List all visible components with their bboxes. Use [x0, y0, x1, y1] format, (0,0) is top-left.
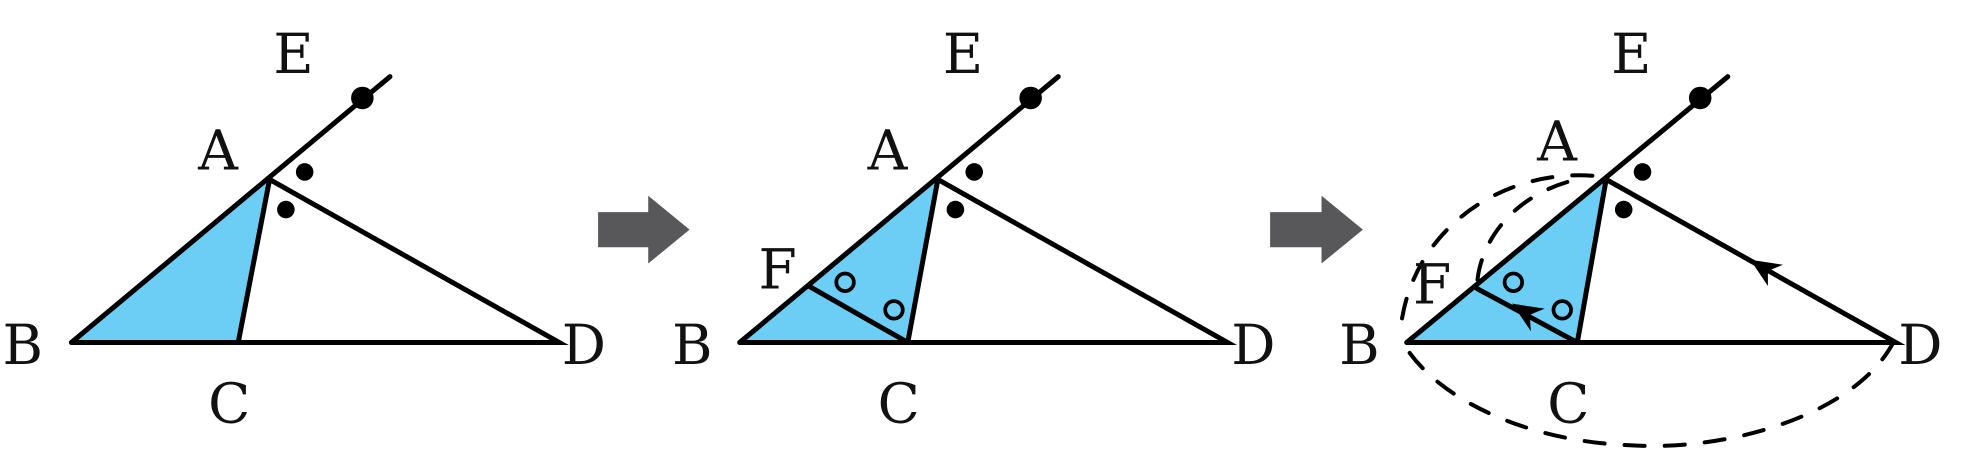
angle-mark-dot: [277, 200, 295, 219]
label-a: A: [197, 119, 239, 183]
angle-mark-circle: [883, 299, 905, 321]
angle-mark-dot: [1614, 200, 1633, 219]
angle-mark-dot: [946, 200, 965, 219]
point-e: [1688, 86, 1712, 110]
arrowhead-icon: [1512, 303, 1545, 332]
segment-fc: [806, 283, 911, 345]
label-b: B: [3, 314, 44, 378]
segment-ac: [235, 176, 273, 345]
label-e: E: [1611, 23, 1651, 87]
segment-ac: [1574, 176, 1609, 345]
label-d: D: [1898, 314, 1942, 378]
panel-2: E A F B C D: [672, 23, 1275, 437]
angle-mark-dot: [1633, 163, 1652, 181]
step-arrow-icon: [1270, 195, 1363, 264]
label-c: C: [208, 373, 250, 437]
segment-ba-e: [1404, 74, 1731, 345]
point-e: [1019, 86, 1042, 110]
label-c: C: [1547, 373, 1589, 437]
label-e: E: [273, 23, 313, 87]
rotation-arc-bottom: [1404, 340, 1896, 448]
triangle-outline: [1404, 176, 1906, 345]
angle-mark-dot: [965, 163, 983, 181]
rotation-arc-top: [1399, 173, 1595, 322]
angle-mark-circle: [1551, 299, 1573, 321]
step-arrow-icon: [598, 195, 690, 264]
angle-mark-circle: [834, 271, 856, 293]
label-b: B: [672, 314, 713, 378]
angle-mark-dot: [295, 163, 314, 181]
triangle-outline: [68, 176, 569, 345]
label-d: D: [1231, 314, 1275, 378]
label-a: A: [867, 119, 909, 183]
rotation-arc-inner: [1475, 179, 1570, 291]
segment-ac: [905, 176, 941, 345]
point-e: [351, 86, 374, 110]
triangle-outline: [737, 176, 1238, 345]
label-e: E: [943, 23, 983, 87]
label-a: A: [1536, 111, 1578, 175]
arrowhead-icon: [1750, 259, 1783, 287]
panel-3: E A F B C D: [1339, 23, 1943, 448]
panel-1: E A B C D: [3, 23, 606, 437]
segment-ba-e: [68, 74, 393, 345]
label-d: D: [562, 314, 606, 378]
label-b: B: [1339, 314, 1380, 378]
angle-mark-circle: [1502, 271, 1525, 293]
segment-ba-e: [737, 74, 1061, 345]
label-c: C: [878, 373, 920, 437]
label-f: F: [1413, 254, 1451, 318]
label-f: F: [759, 239, 797, 303]
